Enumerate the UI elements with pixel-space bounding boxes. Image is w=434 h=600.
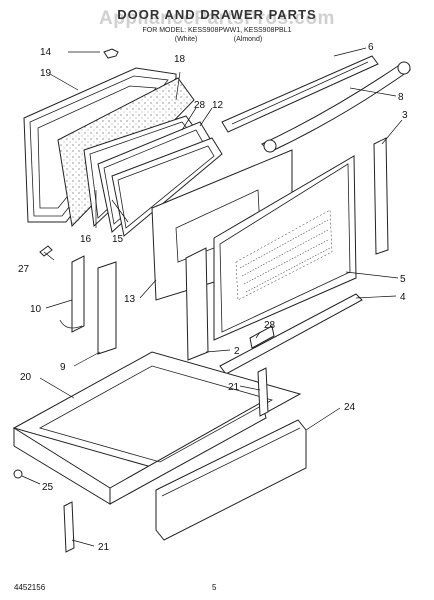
part-20-drawer-body	[12, 351, 302, 505]
callout-20: 20	[20, 372, 32, 383]
part-9-hinge-receiver	[97, 261, 117, 355]
doc-number: 4452156	[14, 583, 46, 592]
callout-28-upper: 28	[194, 100, 206, 111]
callout-2: 2	[234, 346, 240, 357]
color-line: (White) (Almond)	[0, 36, 434, 43]
callout-27: 27	[18, 264, 30, 275]
callout-16: 16	[80, 234, 92, 245]
callout-labels: 14 19 18 28 12 6 8 3 16 15 27 10 13 5 4 …	[18, 42, 408, 553]
callout-24: 24	[344, 402, 356, 413]
callout-21-upper: 21	[228, 382, 240, 393]
part-8-door-handle	[261, 61, 412, 153]
part-15-glass	[111, 137, 223, 237]
part-10-hinge-arm	[59, 255, 85, 333]
callout-3: 3	[402, 110, 408, 121]
leader-lines	[21, 47, 403, 547]
part-4-bottom-trim	[219, 293, 363, 375]
callout-15: 15	[112, 234, 124, 245]
callout-4: 4	[400, 292, 406, 303]
part-21-slide-upper	[257, 367, 269, 417]
part-27-screw	[39, 245, 53, 257]
callout-6: 6	[368, 42, 374, 53]
callout-14: 14	[40, 47, 52, 58]
watermark: AppliancePartsPros.com	[99, 8, 335, 29]
callout-13: 13	[124, 294, 136, 305]
part-6-vent-trim	[221, 55, 379, 133]
page-number: 5	[212, 583, 217, 592]
callout-9: 9	[60, 362, 66, 373]
color-white-label: (White)	[174, 36, 198, 43]
part-2-side-trim	[185, 247, 209, 361]
model-line: FOR MODEL: KESS908PWW1, KESS908PBL1	[142, 27, 292, 34]
part-14-clip	[103, 48, 119, 59]
part-3-side-trim	[373, 137, 389, 255]
callout-8: 8	[398, 92, 404, 103]
callout-19: 19	[40, 68, 52, 79]
callout-18: 18	[174, 54, 186, 65]
callout-21-lower: 21	[98, 542, 110, 553]
callout-5: 5	[400, 274, 406, 285]
callout-28-lower: 28	[264, 320, 276, 331]
part-21-slide-lower	[63, 501, 75, 553]
part-25-screw	[13, 469, 23, 479]
callout-10: 10	[30, 304, 42, 315]
part-28-hinge	[249, 325, 275, 349]
part-24-drawer-front	[155, 419, 307, 541]
callout-12: 12	[212, 100, 224, 111]
color-black-label: (Almond)	[233, 36, 263, 43]
part-5-outer-panel	[213, 155, 357, 341]
callout-25: 25	[42, 482, 54, 493]
page-title: DOOR AND DRAWER PARTS	[117, 7, 317, 22]
